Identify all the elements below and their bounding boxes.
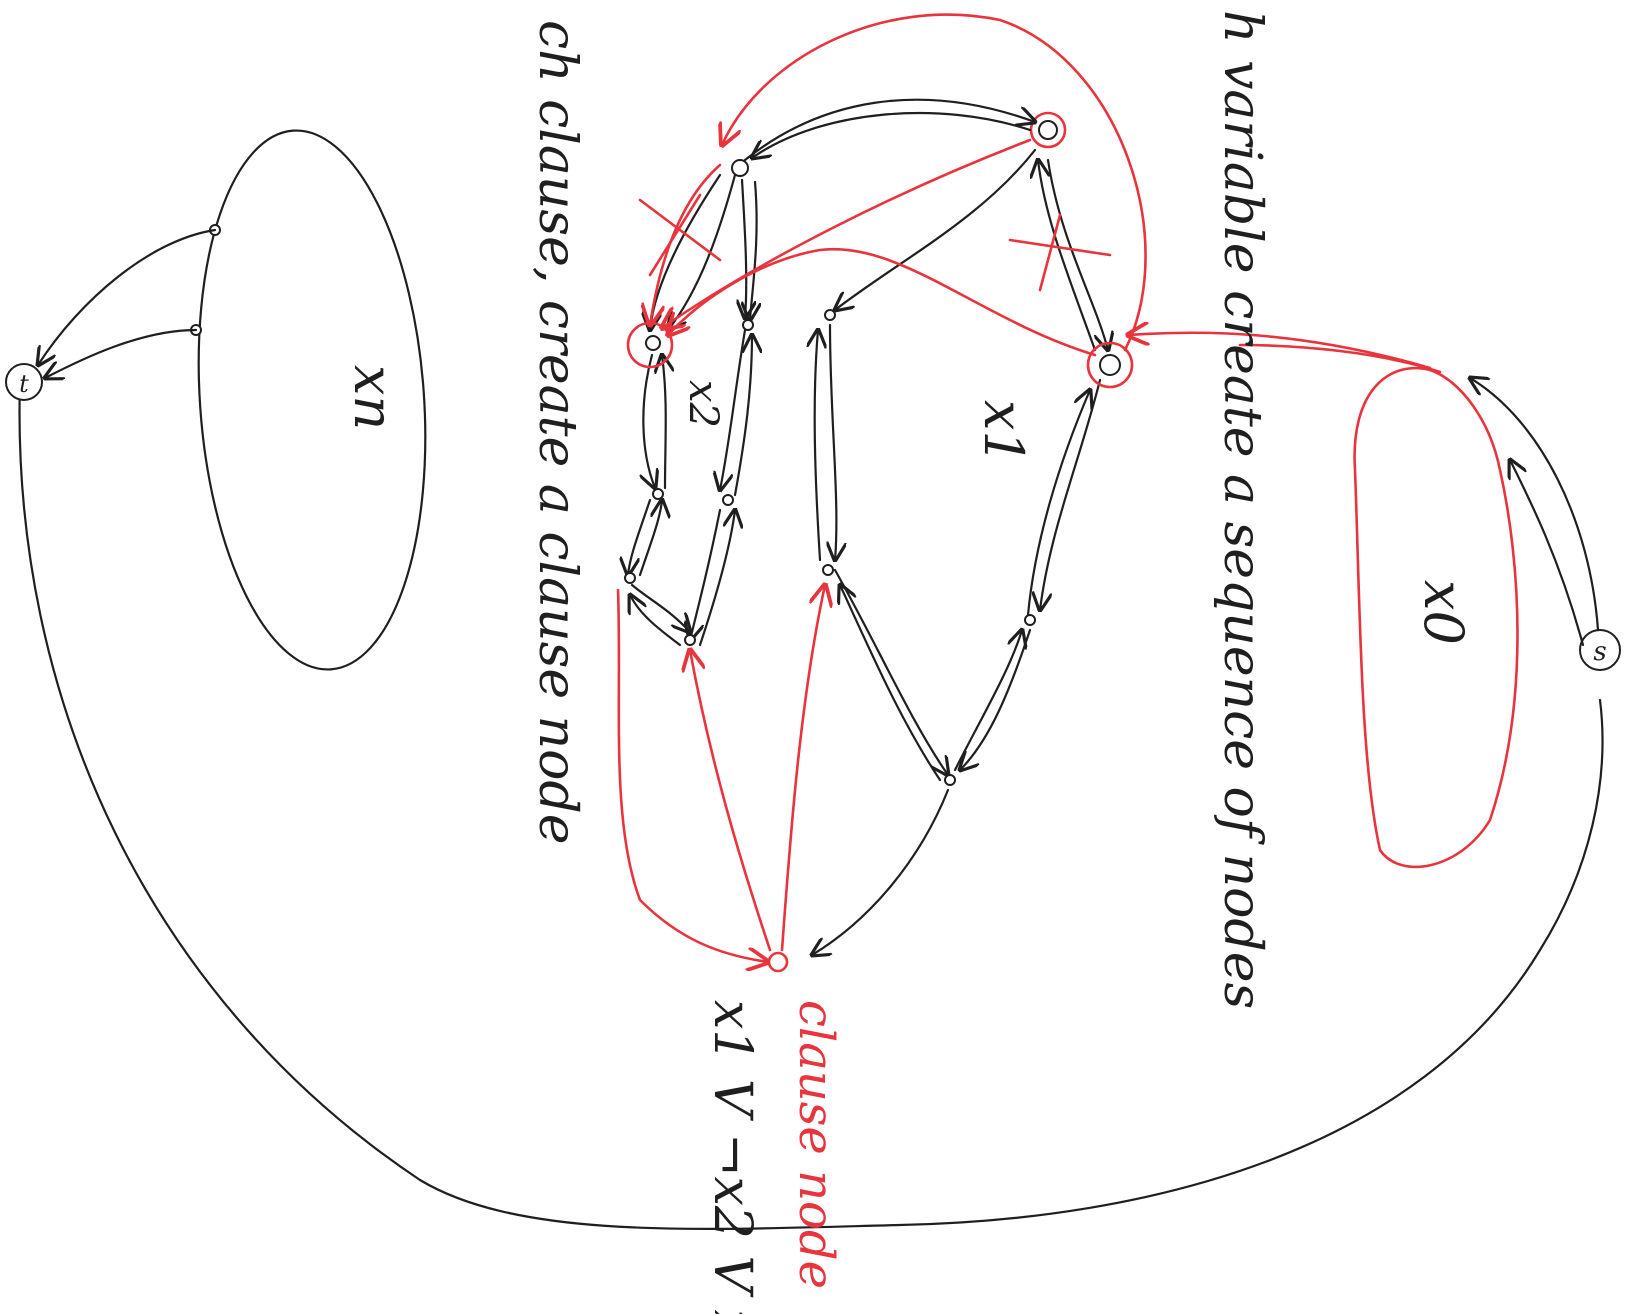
x0-label: x0 [1412,580,1475,645]
x1-down-1 [960,628,1032,770]
clause-formula: x1 V ¬x2 V x3 [702,1000,762,1314]
x1-bottom-red-circle [1086,341,1134,389]
x1-top-node [1038,120,1058,140]
terminal-s-label: s [1593,637,1606,667]
x2-top-node [731,159,749,177]
x1-bottom-node [1099,354,1121,376]
red-edge-x2top-to-left [650,163,722,325]
x2-top-to-right-2 [750,180,757,320]
red-clause-to-x2 [690,650,772,952]
x2-node-ll [624,572,636,584]
x2-node-lm [652,488,664,500]
x1-right-chain-back [1038,160,1097,352]
x2-top-to-right [742,178,746,318]
x2-top-to-left-2 [668,173,737,330]
x2-node-rm [722,494,734,506]
x2-left-low-2 [638,500,662,577]
terminal-t-node [5,363,43,401]
x1-right-chain [1046,158,1108,350]
x1-inner-1 [830,323,836,560]
outer-loop-edge [18,378,1604,1230]
x1-down-left-1 [1040,378,1102,610]
clause-node-label: clause node [788,1000,844,1289]
variable-annotation: h variable create a sequence of nodes [1212,10,1272,1009]
red-crossout-2 [1008,213,1112,292]
x1-to-x2-top-edge [752,111,1032,158]
x2-left-down-1 [643,353,655,488]
red-clause-to-x1 [780,585,825,952]
x2-right-down-1 [720,328,747,490]
x2-left-low-1 [628,498,652,575]
clause-node [767,951,789,973]
x0-to-x1-edge-2 [1238,343,1442,374]
x1-down-2 [953,630,1022,772]
x2-to-x1-top-edge [743,98,1035,162]
red-x2-to-clause [616,588,768,962]
terminal-s-node [1579,629,1621,671]
x2-right-down-2 [733,335,752,497]
red-edge-x1bottom-to-x2left [668,247,1097,357]
x2-node-left [645,335,661,351]
xn-label: xn [342,365,405,430]
x1-label: x1 [972,400,1035,465]
x2-node-right [742,319,754,331]
red-arc-top [722,13,1147,352]
xn-edge-to-t-2 [45,328,198,378]
x1-node-c [1024,614,1036,626]
x2-right-low-2 [698,510,735,647]
x1-down-left-2 [1026,390,1090,617]
x1-mid-2 [840,585,942,782]
x1-inner-2 [815,330,820,562]
x1-node-a [824,309,836,321]
x2-right-low-1 [690,508,722,640]
x1-to-clause-edge [812,788,950,955]
x2-left-down-2 [662,355,666,490]
red-crossout-1 [638,193,722,277]
red-edge-x1top-to-x2left [662,138,1032,328]
s-edge-1 [1470,378,1600,632]
x2-node-lr [684,634,696,646]
x0-to-x1-edge [1128,333,1432,370]
x1-mid-1 [833,568,948,775]
x2-label: x2 [680,380,726,428]
x1-left-chain [835,148,1037,310]
terminal-t-label: t [19,370,29,398]
xn-edge-to-t-1 [38,228,217,365]
x0-region [1353,366,1519,869]
s-edge-2 [1510,460,1585,647]
x2-cross-1 [630,583,690,632]
clause-annotation: ch clause, create a clause node [527,20,587,844]
xn-region [197,129,427,671]
x1-node-b [822,564,834,576]
x2-cross-2 [630,595,682,647]
x1-node-d [944,774,956,786]
